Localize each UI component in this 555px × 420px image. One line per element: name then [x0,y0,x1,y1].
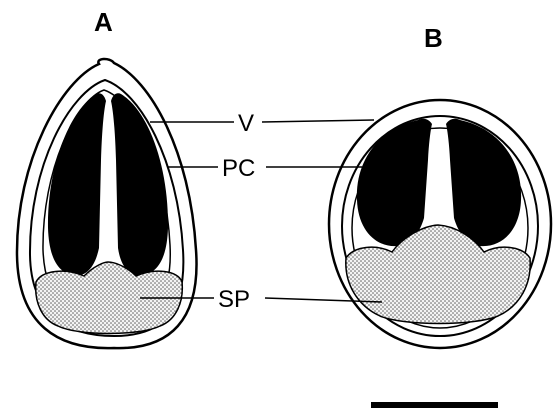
label-pc: PC [222,155,255,182]
label-v: V [238,110,254,137]
panel-label-b: B [424,23,443,53]
seed-a [17,59,197,348]
seed-b [329,100,551,348]
scale-bar [371,402,498,408]
label-sp: SP [218,286,250,313]
leader-v-b [262,120,374,122]
panel-label-a: A [94,7,113,37]
